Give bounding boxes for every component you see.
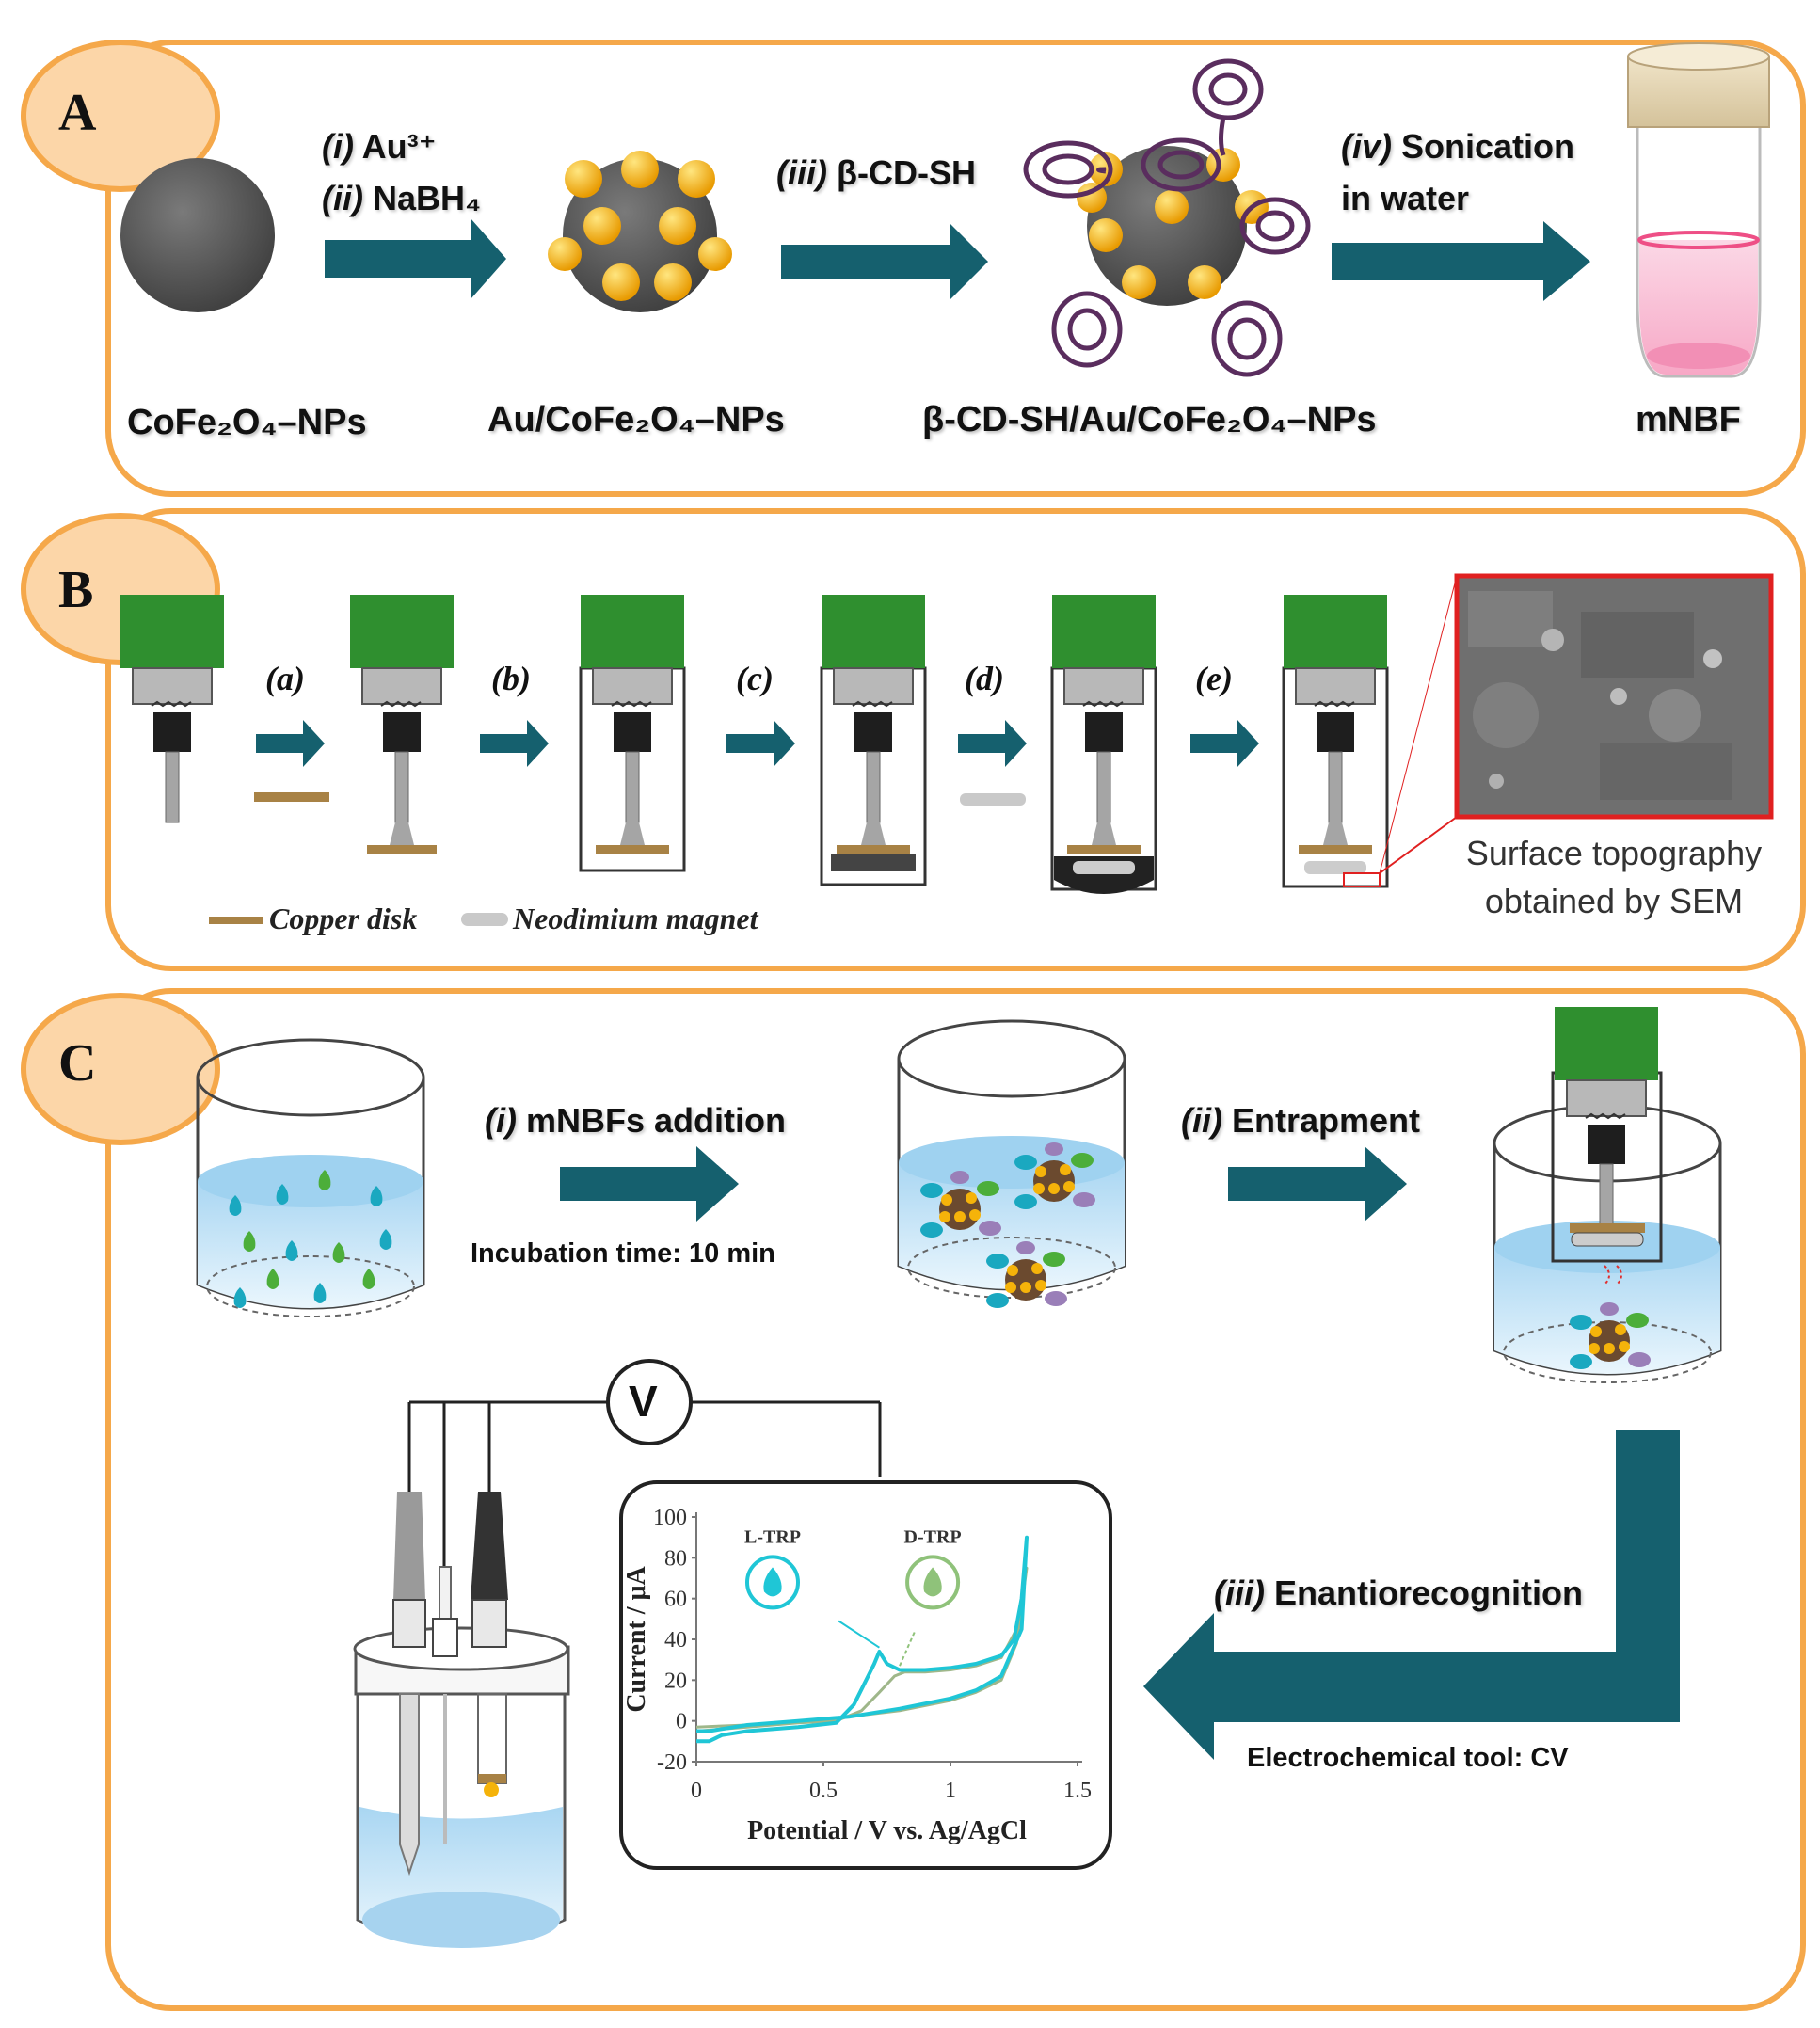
panel-a-graphics bbox=[120, 42, 1770, 378]
step-c1-label: (i) mNBFs addition bbox=[485, 1101, 786, 1140]
incubation-label: Incubation time: 10 min bbox=[471, 1238, 775, 1269]
cv-y-tick-label: -20 bbox=[657, 1750, 687, 1775]
step-b-e: (e) bbox=[1195, 660, 1233, 697]
step-c2-label: (ii) Entrapment bbox=[1181, 1101, 1421, 1140]
cv-y-tick-label: 0 bbox=[676, 1710, 687, 1734]
step-b-d: (d) bbox=[965, 660, 1004, 697]
cv-y-tick-label: 20 bbox=[664, 1669, 687, 1693]
l-trp-label: L-TRP bbox=[744, 1526, 801, 1547]
arrow-b5 bbox=[1190, 720, 1259, 767]
panel-a-letter: A bbox=[58, 84, 97, 142]
au-cofe2o4-nanoparticle bbox=[548, 151, 732, 312]
copper-disk-free bbox=[254, 792, 329, 802]
panel-c-letter: C bbox=[58, 1034, 97, 1093]
arrow-b3 bbox=[726, 720, 795, 767]
step-b-c: (c) bbox=[736, 660, 774, 697]
cv-y-tick-label: 60 bbox=[664, 1588, 687, 1612]
beta-cd-nanoparticle bbox=[1023, 58, 1311, 377]
cv-y-tick-label: 100 bbox=[653, 1506, 687, 1530]
cv-x-tick-label: 1.5 bbox=[1063, 1779, 1092, 1803]
d-trp-label: D-TRP bbox=[904, 1526, 962, 1547]
step-a4-label-1: (iv) Sonication bbox=[1341, 127, 1575, 166]
cv-y-axis-title: Current / μA bbox=[622, 1566, 651, 1713]
arrow-b2 bbox=[480, 720, 549, 767]
legend-copper-label: Copper disk bbox=[269, 902, 418, 935]
cv-series-line bbox=[696, 1535, 1029, 1744]
arrow-c1 bbox=[560, 1146, 739, 1222]
cv-y-tick-label: 80 bbox=[664, 1546, 687, 1571]
sem-caption-2: obtained by SEM bbox=[1484, 882, 1744, 920]
step-b-a: (a) bbox=[265, 660, 305, 697]
step-a1-label: (i) Au³⁺ bbox=[322, 127, 437, 166]
arrow-c3 bbox=[1143, 1430, 1680, 1760]
mnbf-vial bbox=[1627, 42, 1770, 378]
legend-magnet-swatch bbox=[461, 913, 508, 926]
arrow-a2 bbox=[781, 224, 988, 299]
label-mnbf: mNBF bbox=[1636, 400, 1741, 439]
d-trp-drop bbox=[923, 1567, 942, 1597]
voltmeter-label: V bbox=[629, 1377, 658, 1426]
arrow-a1 bbox=[325, 218, 506, 299]
panel-c-tab bbox=[21, 993, 220, 1145]
electrochemical-cell bbox=[353, 1492, 570, 1948]
voltmeter bbox=[606, 1359, 693, 1445]
arrow-a3 bbox=[1332, 221, 1590, 301]
label-beta-cd: β-CD-SH/Au/CoFe₂O₄–NPs bbox=[922, 400, 1377, 439]
step-a4-label-2: in water bbox=[1341, 179, 1470, 217]
cv-x-tick-label: 0 bbox=[691, 1779, 702, 1803]
sem-region-marker bbox=[1343, 872, 1381, 887]
sem-caption-1: Surface topography bbox=[1465, 834, 1763, 872]
step-a2-label: (ii) NaBH₄ bbox=[322, 179, 482, 217]
legend-copper-swatch bbox=[209, 917, 263, 924]
sem-image bbox=[1454, 573, 1774, 820]
cv-y-tick-label: 40 bbox=[664, 1628, 687, 1653]
label-cofe2o4: CoFe₂O₄–NPs bbox=[127, 403, 367, 442]
cv-x-tick-label: 0.5 bbox=[809, 1779, 838, 1803]
panel-b-graphics bbox=[120, 573, 1774, 926]
step-b-b: (b) bbox=[491, 660, 531, 697]
arrow-c2 bbox=[1228, 1146, 1407, 1222]
l-trp-pointer bbox=[838, 1620, 880, 1649]
tool-label: Electrochemical tool: CV bbox=[1247, 1743, 1569, 1773]
step-a3-label: (iii) β-CD-SH bbox=[776, 153, 976, 192]
cofe2o4-nanoparticle bbox=[120, 158, 275, 312]
magnet-free bbox=[960, 793, 1026, 806]
label-au-cofe2o4: Au/CoFe₂O₄–NPs bbox=[487, 400, 785, 439]
cv-x-axis-title: Potential / V vs. Ag/AgCl bbox=[747, 1816, 1027, 1845]
legend-magnet-label: Neodimium magnet bbox=[513, 902, 758, 935]
arrow-b4 bbox=[958, 720, 1027, 767]
panel-b-letter: B bbox=[58, 561, 94, 619]
l-trp-drop bbox=[763, 1567, 782, 1597]
panel-a-tab bbox=[21, 40, 220, 192]
beaker-1 bbox=[196, 1038, 425, 1318]
cv-inset bbox=[619, 1480, 1112, 1870]
cv-x-tick-label: 1 bbox=[945, 1779, 956, 1803]
arrow-b1 bbox=[256, 720, 325, 767]
step-c3-label: (iii) Enantiorecognition bbox=[1214, 1573, 1583, 1612]
